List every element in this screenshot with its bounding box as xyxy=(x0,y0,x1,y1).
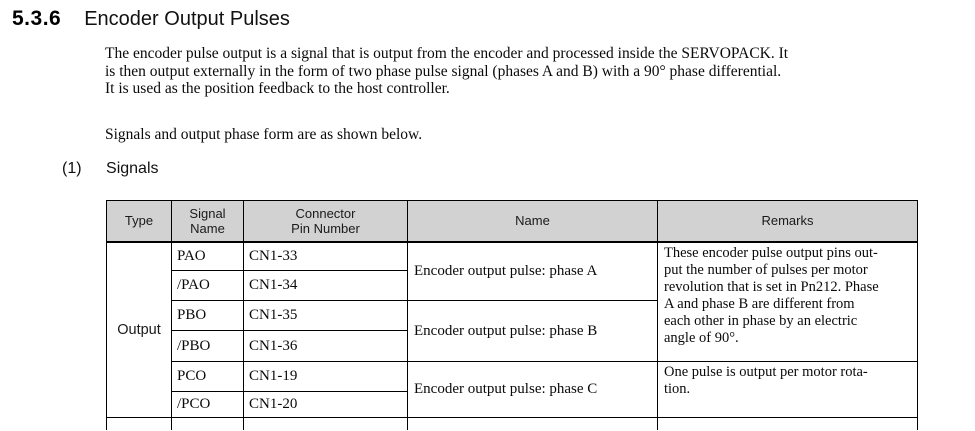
pin-cell: CN1-20 xyxy=(243,391,408,418)
section-heading: 5.3.6 Encoder Output Pulses xyxy=(12,7,290,31)
header-remarks: Remarks xyxy=(657,200,918,243)
signal-cell: PCO xyxy=(171,361,244,392)
subsection-title: Signals xyxy=(106,160,159,177)
pin-cell: CN1-36 xyxy=(243,330,408,362)
name-cell-phase-b: Encoder output pulse: phase B xyxy=(407,300,658,362)
table-row: /PCO CN1-20 xyxy=(107,391,918,418)
pin-cell: CN1-33 xyxy=(243,241,408,271)
signal-cell: PAO xyxy=(171,241,244,271)
header-signal-name: Signal Name xyxy=(171,200,244,243)
section-number: 5.3.6 xyxy=(12,7,62,30)
pin-cell: CN1-19 xyxy=(243,361,408,392)
section-title: Encoder Output Pulses xyxy=(84,8,290,30)
signal-cell: /PBO xyxy=(171,330,244,362)
signals-intro-paragraph: Signals and output phase form are as sho… xyxy=(105,126,423,143)
subsection-heading: (1) Signals xyxy=(62,160,159,178)
pin-cell: CN1-35 xyxy=(243,300,408,331)
cutoff-cell xyxy=(657,417,918,430)
signal-cell: /PAO xyxy=(171,270,244,301)
header-connector-pin: Connector Pin Number xyxy=(243,200,408,243)
remarks-cell-c: One pulse is output per motor rota- tion… xyxy=(657,361,918,418)
table-row: /PAO CN1-34 xyxy=(107,270,918,301)
pin-cell: CN1-34 xyxy=(243,270,408,301)
name-cell-phase-a: Encoder output pulse: phase A xyxy=(407,241,658,301)
intro-paragraph: The encoder pulse output is a signal tha… xyxy=(105,45,789,98)
remarks-cell-ab: These encoder pulse output pins out- put… xyxy=(657,241,918,362)
table-row: Output PAO CN1-33 Encoder output pulse: … xyxy=(106,241,918,418)
subsection-marker: (1) xyxy=(62,160,82,177)
table-row: /PBO CN1-36 xyxy=(107,330,918,362)
table-row: PCO CN1-19 Encoder output pulse: phase C… xyxy=(107,361,918,418)
table-header-row: Type Signal Name Connector Pin Number Na… xyxy=(106,200,918,243)
cutoff-cell xyxy=(407,417,658,430)
header-type: Type xyxy=(106,200,172,243)
signals-table: Type Signal Name Connector Pin Number Na… xyxy=(106,200,918,430)
header-name: Name xyxy=(407,200,658,243)
cutoff-cell xyxy=(106,417,172,430)
name-cell-phase-c: Encoder output pulse: phase C xyxy=(407,361,658,418)
table-cutoff-row xyxy=(106,417,918,430)
signal-cell: PBO xyxy=(171,300,244,331)
cutoff-cell xyxy=(171,417,244,430)
type-cell: Output xyxy=(106,241,172,418)
table-row: PBO CN1-35 Encoder output pulse: phase B xyxy=(107,300,918,362)
signal-cell: /PCO xyxy=(171,391,244,418)
cutoff-cell xyxy=(243,417,408,430)
